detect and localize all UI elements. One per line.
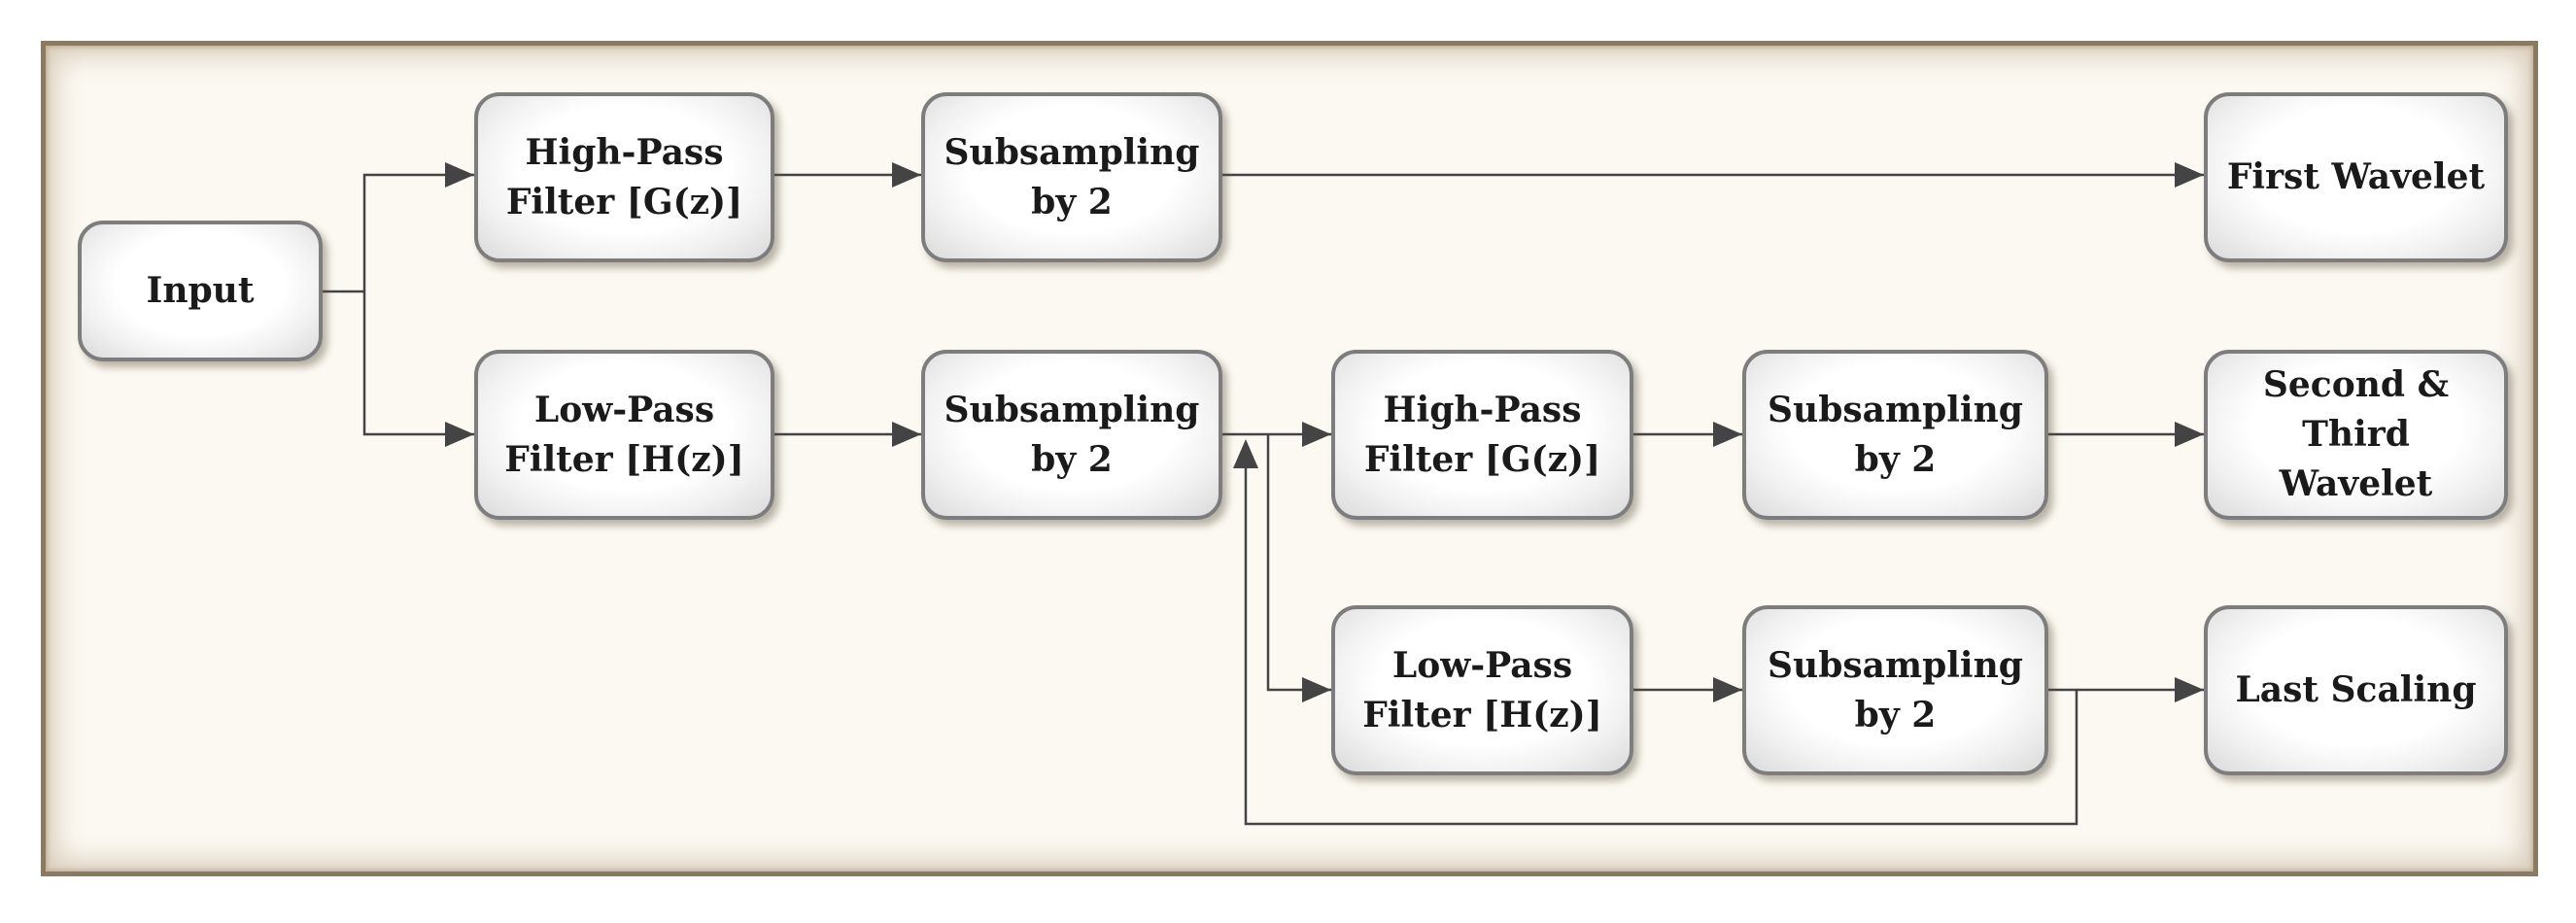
node-second-third-wavelet: Second & Third Wavelet	[2204, 350, 2508, 520]
node-subsampling-2: Subsampling by 2	[921, 350, 1222, 520]
node-first-wavelet: First Wavelet	[2204, 92, 2508, 262]
edge-feedback-loop	[1244, 455, 2078, 826]
arrowhead-hpf2	[1302, 422, 1331, 447]
edge-input-to-lpf1	[362, 291, 474, 436]
node-high-pass-filter-1: High-Pass Filter [G(z)]	[474, 92, 774, 262]
node-low-pass-filter-2: Low-Pass Filter [H(z)]	[1331, 605, 1633, 775]
node-last-scaling: Last Scaling	[2204, 605, 2508, 775]
node-low-pass-filter-1-label: Low-Pass Filter [H(z)]	[504, 389, 744, 480]
node-first-wavelet-label: First Wavelet	[2226, 156, 2486, 197]
node-low-pass-filter-2-label: Low-Pass Filter [H(z)]	[1362, 644, 1602, 735]
arrowhead-hpf1	[445, 162, 474, 188]
arrowhead-out1	[2175, 162, 2204, 188]
arrowhead-sub1	[892, 162, 921, 188]
arrowhead-sub3	[1713, 422, 1742, 447]
node-subsampling-1: Subsampling by 2	[921, 92, 1222, 262]
node-high-pass-filter-1-label: High-Pass Filter [G(z)]	[505, 131, 743, 222]
node-second-third-wavelet-label: Second & Third Wavelet	[2262, 364, 2450, 504]
arrowhead-feedback	[1233, 439, 1258, 468]
node-subsampling-4: Subsampling by 2	[1742, 605, 2048, 775]
arrowhead-sub2	[892, 422, 921, 447]
node-subsampling-1-label: Subsampling by 2	[944, 131, 1200, 222]
node-subsampling-4-label: Subsampling by 2	[1768, 644, 2023, 735]
node-subsampling-3: Subsampling by 2	[1742, 350, 2048, 520]
arrowhead-lpf1	[445, 422, 474, 447]
node-input-label: Input	[146, 270, 255, 311]
node-last-scaling-label: Last Scaling	[2235, 669, 2477, 710]
node-subsampling-3-label: Subsampling by 2	[1768, 389, 2023, 480]
arrowheads	[445, 162, 2204, 702]
arrowhead-out3	[2175, 677, 2204, 702]
node-subsampling-2-label: Subsampling by 2	[944, 389, 1200, 480]
arrowhead-out2	[2175, 422, 2204, 447]
arrowhead-lpf2	[1302, 677, 1331, 702]
arrowhead-sub4	[1713, 677, 1742, 702]
node-low-pass-filter-1: Low-Pass Filter [H(z)]	[474, 350, 774, 520]
node-high-pass-filter-2: High-Pass Filter [G(z)]	[1331, 350, 1633, 520]
edge-input-to-hpf1	[362, 173, 474, 291]
node-input: Input	[78, 221, 323, 361]
edge-sub2-to-lpf2	[1266, 434, 1331, 692]
node-high-pass-filter-2-label: High-Pass Filter [G(z)]	[1363, 389, 1601, 480]
